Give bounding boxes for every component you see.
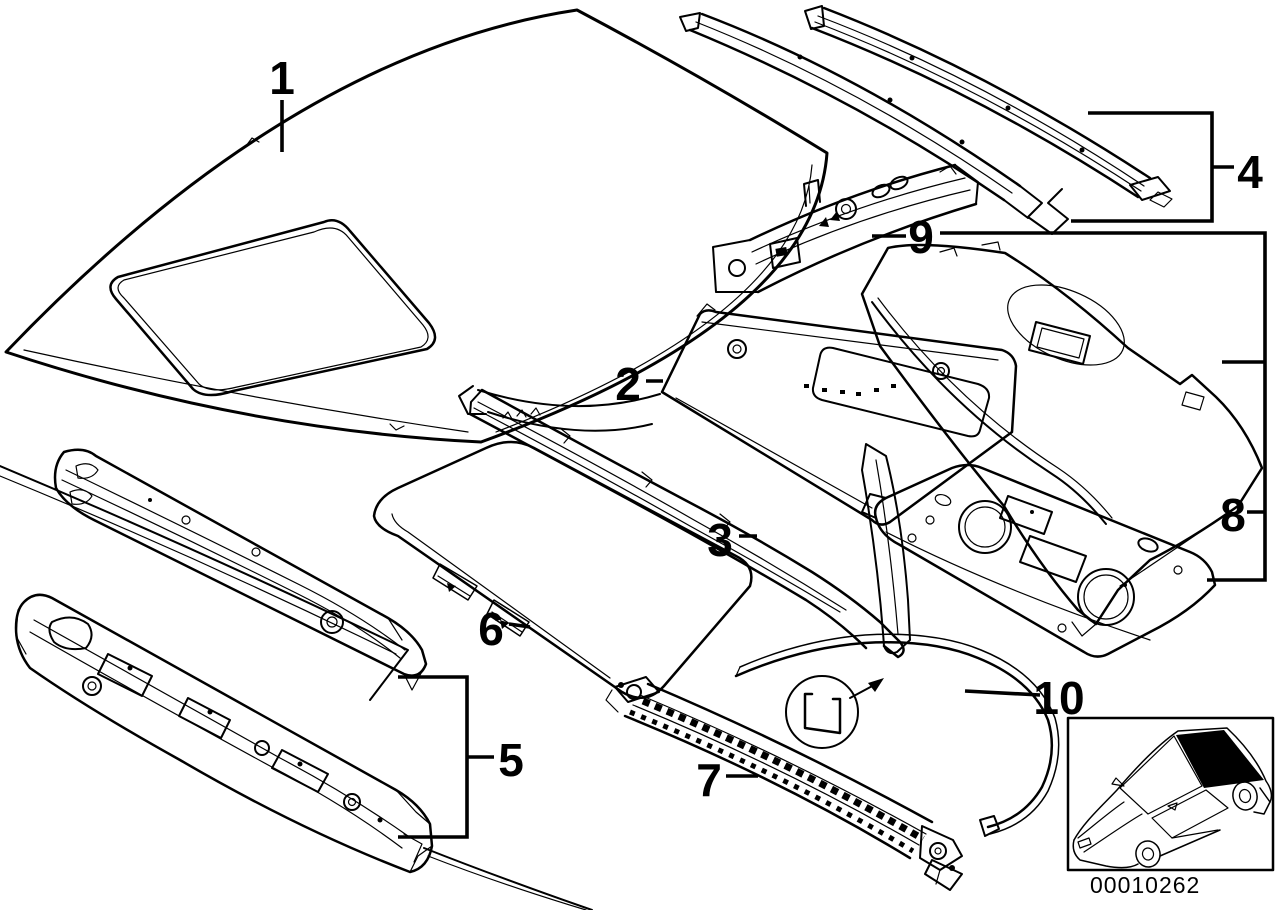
callout-label-1[interactable]: 1: [269, 52, 295, 104]
part-10-roof-edge-seal: [734, 633, 1060, 837]
thumbnail-box: [1066, 716, 1275, 872]
part-2-pillar-panel: [458, 303, 1018, 526]
part-4-roof-frame-rails: [679, 5, 1173, 235]
callout-bracket-5: [398, 675, 469, 839]
callout-leader-6: [508, 622, 531, 629]
callout-leaders: [280, 100, 1267, 839]
clip-symbol-circle: [785, 675, 859, 749]
callout-label-3[interactable]: 3: [707, 514, 733, 566]
callout-label-6[interactable]: 6: [478, 603, 504, 655]
part-9-roof-cross-member: [712, 163, 979, 294]
callout-label-7[interactable]: 7: [696, 754, 722, 806]
pointer-arrow-icon: [868, 678, 884, 692]
callout-label-9[interactable]: 9: [908, 211, 934, 263]
part-7-sunroof-frame-rail: [605, 676, 963, 891]
part-8-rear-panels: [860, 241, 1264, 658]
callout-label-5[interactable]: 5: [498, 734, 524, 786]
part-6-sunroof-lid: [372, 440, 753, 699]
part-5-cowl-panels: [14, 448, 434, 874]
part-3-windshield-frame-rail: [0, 388, 911, 910]
clip-symbol: [785, 675, 884, 749]
vehicle-thumbnail[interactable]: 00010262: [1066, 716, 1275, 898]
callout-leader-10: [964, 689, 1041, 697]
callout-label-10[interactable]: 10: [1033, 672, 1084, 724]
callout-labels: 1 2 3 4 5 6 7 8 9 10: [269, 52, 1263, 806]
callout-label-2[interactable]: 2: [615, 358, 641, 410]
drawing-number: 00010262: [1090, 872, 1200, 898]
car-icon: [1072, 727, 1273, 869]
part-1-roof-panel: [4, 8, 829, 444]
callout-label-8[interactable]: 8: [1220, 489, 1246, 541]
callout-label-4[interactable]: 4: [1237, 146, 1263, 198]
callout-bracket-8: [940, 231, 1267, 582]
clip-profile-icon: [803, 692, 842, 735]
